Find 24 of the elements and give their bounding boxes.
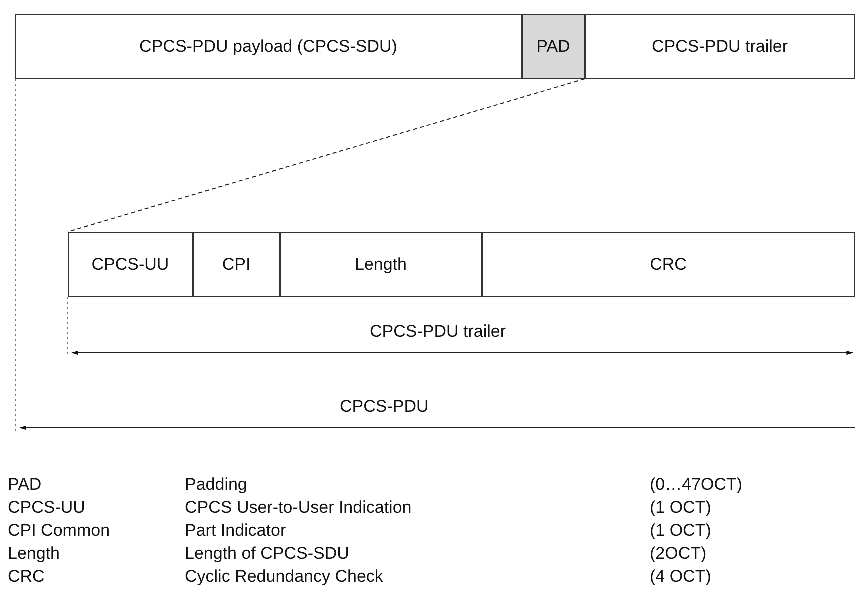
- field: Length: [280, 232, 482, 297]
- field-description: Cyclic Redundancy Check: [185, 567, 384, 587]
- abbreviation: CPCS-UU: [8, 498, 86, 518]
- abbreviation: PAD: [8, 475, 42, 495]
- field: CPCS-UU: [68, 232, 193, 297]
- field: CRC: [482, 232, 855, 297]
- field-size: (0…47OCT): [650, 475, 743, 495]
- field-description: CPCS User-to-User Indication: [185, 498, 412, 518]
- field: CPI: [193, 232, 280, 297]
- dimension-label: CPCS-PDU: [340, 397, 429, 417]
- payload-field: CPCS-PDU payload (CPCS-SDU): [15, 14, 522, 79]
- field-description: Padding: [185, 475, 248, 495]
- field-size: (1 OCT): [650, 498, 712, 518]
- abbreviation: CPI Common: [8, 521, 110, 541]
- pad-field: PAD: [522, 14, 585, 79]
- field-size: (2OCT): [650, 544, 707, 564]
- abbreviation: CRC: [8, 567, 45, 587]
- field-size: (4 OCT): [650, 567, 712, 587]
- field-description: Part Indicator: [185, 521, 286, 541]
- field-size: (1 OCT): [650, 521, 712, 541]
- trailer-field: CPCS-PDU trailer: [585, 14, 855, 79]
- abbreviation: Length: [8, 544, 60, 564]
- field-description: Length of CPCS-SDU: [185, 544, 350, 564]
- dimension-label: CPCS-PDU trailer: [370, 322, 506, 342]
